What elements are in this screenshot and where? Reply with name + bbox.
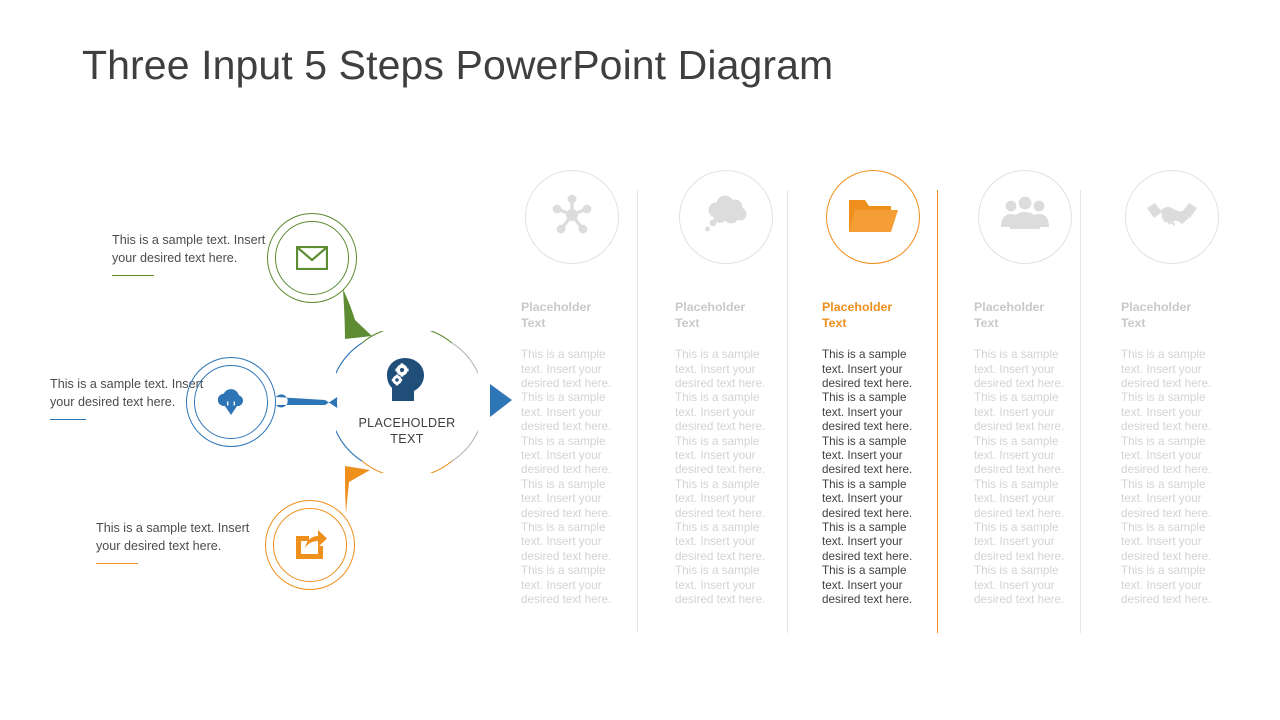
ring-outer [267, 213, 357, 303]
step-4-heading: Placeholder Text [974, 300, 1045, 330]
step-2-icon-circle[interactable] [679, 170, 773, 264]
arrow-right-icon [490, 384, 512, 417]
ring-inner [275, 221, 349, 295]
ring-outer [265, 500, 355, 590]
input-block-1[interactable]: This is a sample text. Insert your desir… [112, 232, 272, 277]
input-1-icon-ring[interactable] [267, 213, 357, 303]
step-column-3[interactable]: Placeholder Text This is a sample text. … [822, 170, 972, 608]
step-3-body: This is a sample text. Insert your desir… [822, 348, 913, 607]
input-3-text: This is a sample text. Insert your desir… [96, 521, 250, 553]
input-2-icon-ring[interactable] [186, 357, 276, 447]
step-2-heading: Placeholder Text [675, 300, 746, 330]
step-5-body: This is a sample text. Insert your desir… [1121, 348, 1212, 607]
hub-ring [336, 331, 478, 473]
ring-outer [186, 357, 276, 447]
handshake-icon [1145, 198, 1199, 237]
center-hub[interactable]: PLACEHOLDER TEXT [336, 331, 478, 473]
input-3-icon-ring[interactable] [265, 500, 355, 590]
step-4-body: This is a sample text. Insert your desir… [974, 348, 1065, 607]
step-4-icon-circle[interactable] [978, 170, 1072, 264]
input-block-3[interactable]: This is a sample text. Insert your desir… [96, 520, 256, 565]
open-folder-icon [847, 194, 899, 241]
input-3-underline [96, 563, 138, 565]
step-3-heading: Placeholder Text [822, 300, 893, 330]
step-5-icon-circle[interactable] [1125, 170, 1219, 264]
ring-inner [273, 508, 347, 582]
thought-cloud-icon [701, 193, 751, 242]
step-5-heading: Placeholder Text [1121, 300, 1192, 330]
head-with-gears-icon [384, 357, 430, 408]
step-column-4[interactable]: Placeholder Text This is a sample text. … [974, 170, 1124, 608]
step-3-icon-circle[interactable] [826, 170, 920, 264]
step-2-body: This is a sample text. Insert your desir… [675, 348, 766, 607]
network-hub-icon [548, 191, 596, 244]
input-block-2[interactable]: This is a sample text. Insert your desir… [50, 376, 210, 421]
ring-inner [194, 365, 268, 439]
hub-label: PLACEHOLDER TEXT [358, 416, 456, 446]
step-column-2[interactable]: Placeholder Text This is a sample text. … [675, 170, 825, 608]
page-title: Three Input 5 Steps PowerPoint Diagram [82, 42, 834, 88]
step-1-heading: Placeholder Text [521, 300, 592, 330]
step-divider-3 [937, 190, 939, 633]
step-divider-1 [637, 190, 638, 633]
people-group-icon [999, 195, 1051, 240]
input-1-underline [112, 275, 154, 277]
step-divider-2 [787, 190, 788, 633]
input-2-text: This is a sample text. Insert your desir… [50, 377, 204, 409]
step-1-icon-circle[interactable] [525, 170, 619, 264]
step-column-1[interactable]: Placeholder Text This is a sample text. … [521, 170, 671, 608]
envelope-icon [267, 213, 357, 303]
input-1-text: This is a sample text. Insert your desir… [112, 233, 266, 265]
step-1-body: This is a sample text. Insert your desir… [521, 348, 612, 607]
cloud-download-icon [186, 357, 276, 447]
step-divider-4 [1080, 190, 1081, 633]
share-export-icon [265, 500, 355, 590]
step-column-5[interactable]: Placeholder Text This is a sample text. … [1121, 170, 1271, 608]
input-2-underline [50, 419, 86, 421]
